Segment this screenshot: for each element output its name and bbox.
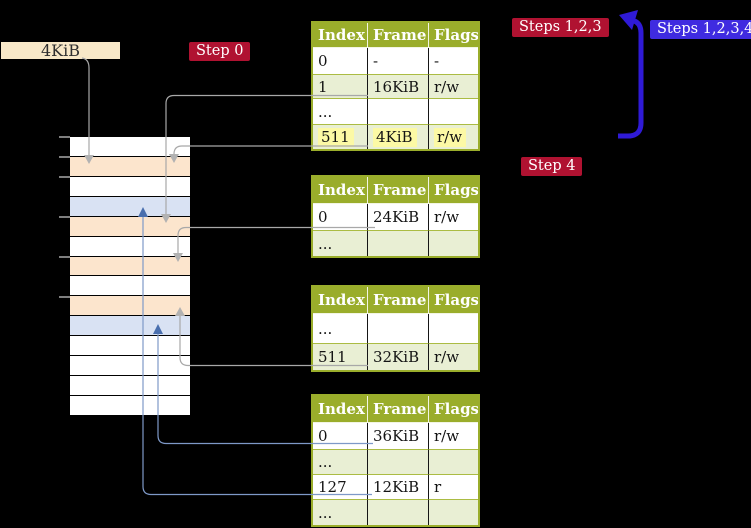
column-header: Frame xyxy=(368,287,429,314)
badge-steps-1-2-3: Steps 1,2,3 xyxy=(512,18,609,37)
table-cell: 36KiB xyxy=(368,423,429,449)
arrow-steps-cycle xyxy=(618,10,644,139)
memory-frame-row-white xyxy=(70,376,190,395)
table-cell xyxy=(368,98,429,124)
table-cell: 127 xyxy=(313,474,368,499)
table-cell: 12KiB xyxy=(368,474,429,499)
memory-tick xyxy=(59,216,70,218)
table-cell xyxy=(368,230,429,256)
column-header: Frame xyxy=(368,177,429,204)
table-cell: r/w xyxy=(429,124,478,149)
table-cell: r/w xyxy=(429,343,478,370)
table-cell: 32KiB xyxy=(368,343,429,370)
memory-frame-row-orange xyxy=(70,216,190,236)
memory-frame-row-orange xyxy=(70,256,190,276)
memory-frame-row-white xyxy=(70,356,190,376)
memory-frame-row-blue xyxy=(70,316,190,336)
table-cell: r/w xyxy=(429,74,478,98)
memory-frame-row-white xyxy=(70,395,190,415)
highlighted-value: r/w xyxy=(434,127,467,147)
table-cell: - xyxy=(429,48,478,74)
memory-frame-row-orange xyxy=(70,296,190,316)
memory-frame-row-white xyxy=(70,176,190,196)
table-cell: 4KiB xyxy=(368,124,429,149)
physical-memory-column xyxy=(70,137,190,415)
memory-tick xyxy=(59,156,70,158)
black-mark xyxy=(480,127,484,130)
table-cell: 0 xyxy=(313,423,368,449)
table-cell: 16KiB xyxy=(368,74,429,98)
table-cell: 1 xyxy=(313,74,368,98)
table-cell: r/w xyxy=(429,204,478,230)
memory-frame-row-orange xyxy=(70,156,190,176)
table-cell: ... xyxy=(313,230,368,256)
memory-tick xyxy=(59,136,70,138)
memory-frame-row-white xyxy=(70,236,190,256)
column-header: Flags xyxy=(429,23,478,48)
memory-frame-row-white xyxy=(70,336,190,356)
table-cell xyxy=(368,499,429,525)
memory-tick xyxy=(59,176,70,178)
table-cell xyxy=(368,314,429,343)
table-cell: - xyxy=(368,48,429,74)
table-cell: ... xyxy=(313,449,368,474)
column-header: Index xyxy=(313,23,368,48)
highlighted-value: 4KiB xyxy=(373,127,417,147)
table-cell: ... xyxy=(313,499,368,525)
table-cell: 0 xyxy=(313,204,368,230)
memory-frame-row-white xyxy=(70,276,190,296)
column-header: Flags xyxy=(429,177,478,204)
table-cell: r xyxy=(429,474,478,499)
page-size-label: 4KiB xyxy=(1,42,120,59)
memory-tick xyxy=(59,256,70,258)
table-cell xyxy=(429,230,478,256)
column-header: Frame xyxy=(368,23,429,48)
table-cell: 511 xyxy=(313,124,368,149)
memory-frame-row-white xyxy=(70,137,190,156)
column-header: Flags xyxy=(429,396,478,423)
table-cell xyxy=(429,449,478,474)
column-header: Index xyxy=(313,287,368,314)
column-header: Index xyxy=(313,177,368,204)
table-cell xyxy=(429,499,478,525)
column-header: Flags xyxy=(429,287,478,314)
table-cell: 511 xyxy=(313,343,368,370)
table-cell: r/w xyxy=(429,423,478,449)
table-cell: ... xyxy=(313,98,368,124)
badge-step-4: Step 4 xyxy=(521,157,583,176)
badge-steps-1-2-3-4: Steps 1,2,3,4 xyxy=(650,20,751,39)
table-cell xyxy=(429,98,478,124)
memory-frame-row-blue xyxy=(70,196,190,216)
column-header: Frame xyxy=(368,396,429,423)
highlighted-value: 511 xyxy=(318,127,354,147)
table-cell: ... xyxy=(313,314,368,343)
table-cell xyxy=(368,449,429,474)
table-cell xyxy=(429,314,478,343)
memory-tick xyxy=(59,296,70,298)
badge-step-0: Step 0 xyxy=(189,42,251,61)
table-cell: 0 xyxy=(313,48,368,74)
table-cell: 24KiB xyxy=(368,204,429,230)
column-header: Index xyxy=(313,396,368,423)
